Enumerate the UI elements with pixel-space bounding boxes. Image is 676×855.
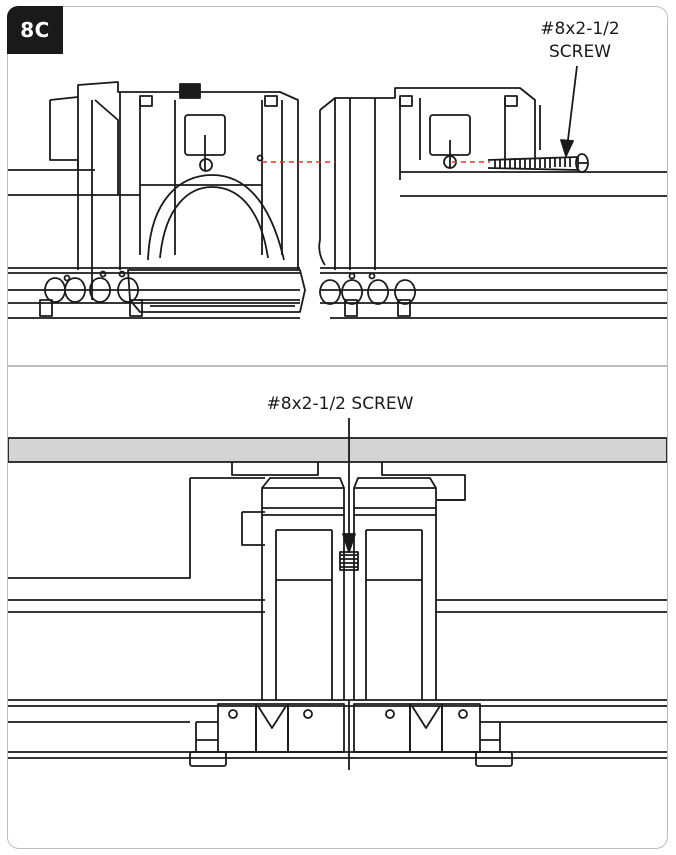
top-rail-left xyxy=(8,267,300,319)
top-screw xyxy=(487,153,589,173)
rear-bracket-outlines xyxy=(8,462,667,613)
top-screw-label-line1: #8x2-1/2 xyxy=(540,19,620,39)
top-screw-label-line2: SCREW xyxy=(548,42,612,62)
top-rail-right xyxy=(320,267,667,319)
top-callout-arrow xyxy=(560,65,578,157)
bottom-callout-arrow xyxy=(342,418,356,553)
panel-divider xyxy=(8,365,667,367)
left-fence-bracket xyxy=(39,81,306,317)
right-fence-bracket xyxy=(318,87,541,317)
bottom-screw xyxy=(339,551,359,571)
step-badge: 8C xyxy=(7,6,63,54)
bottom-screw-label: #8x2-1/2 SCREW xyxy=(266,394,414,414)
left-clamp-blocks xyxy=(189,703,345,767)
rail-band xyxy=(8,437,667,463)
right-vertical-bracket xyxy=(353,477,437,700)
top-fence-bar xyxy=(8,169,667,197)
right-clamp-blocks xyxy=(353,703,513,767)
bottom-rail xyxy=(8,699,667,770)
left-vertical-bracket xyxy=(261,477,345,700)
